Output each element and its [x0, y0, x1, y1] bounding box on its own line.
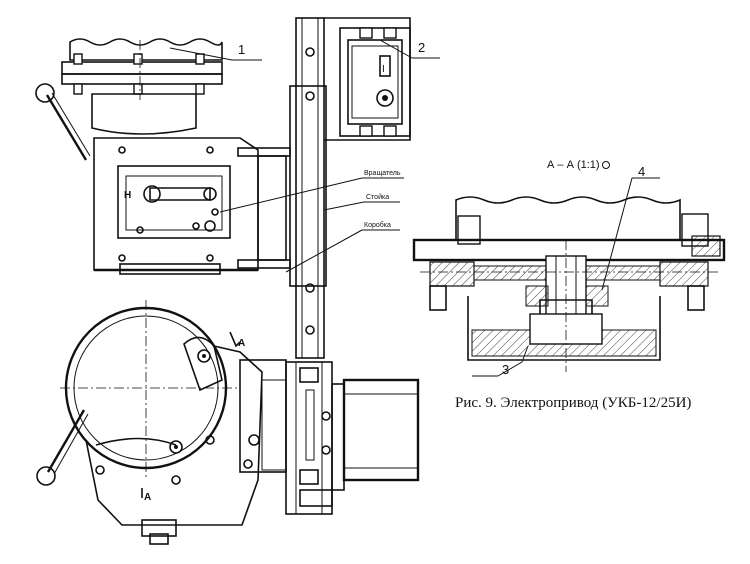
jaw — [183, 336, 223, 392]
view-mark-bottom: А — [144, 492, 151, 503]
handle-lever — [45, 94, 88, 161]
plan-view: А А — [36, 300, 287, 545]
figure-caption: Рис. 9. Электропривод (УКБ-12/25И) — [455, 395, 692, 411]
label-stand: Стойка — [366, 193, 389, 201]
top-flange — [69, 38, 223, 61]
plan-body — [85, 345, 263, 526]
lower-handle-knob — [36, 466, 56, 486]
motor-body — [342, 378, 420, 482]
motor-assembly — [285, 361, 420, 515]
label-box: Коробка — [364, 221, 391, 229]
callout-4: 4 — [601, 164, 660, 291]
switch-housing — [339, 27, 411, 137]
view-mark-top: А — [238, 338, 245, 349]
label-rotor: Вращатель — [364, 170, 401, 177]
section-view: А – А (1:1) — [412, 159, 726, 372]
switch-knob — [376, 89, 394, 107]
control-plate — [117, 165, 231, 239]
handle-knob — [35, 83, 55, 103]
stand-column — [289, 17, 411, 359]
svg-text:2: 2 — [418, 40, 425, 55]
callout-1: 1 — [169, 42, 262, 61]
plate-mark: Н — [124, 190, 131, 201]
part-labels: Вращатель Стойка Коробка — [219, 170, 404, 273]
bolt-row — [73, 53, 205, 95]
section-label: А – А (1:1) — [547, 159, 600, 171]
section-cup — [467, 296, 661, 361]
lower-handle — [46, 409, 86, 473]
switch-box: I — [339, 27, 411, 137]
svg-text:1: 1 — [238, 42, 245, 57]
svg-text:3: 3 — [502, 362, 509, 377]
callout-2: 2 — [379, 39, 440, 59]
callout-3: 3 — [472, 345, 529, 377]
bracket — [285, 361, 333, 515]
svg-text:4: 4 — [638, 164, 645, 179]
switch-mark: I — [382, 64, 385, 75]
section-top-wall — [455, 196, 681, 241]
upper-view: Н — [35, 38, 291, 275]
hub — [91, 93, 197, 135]
